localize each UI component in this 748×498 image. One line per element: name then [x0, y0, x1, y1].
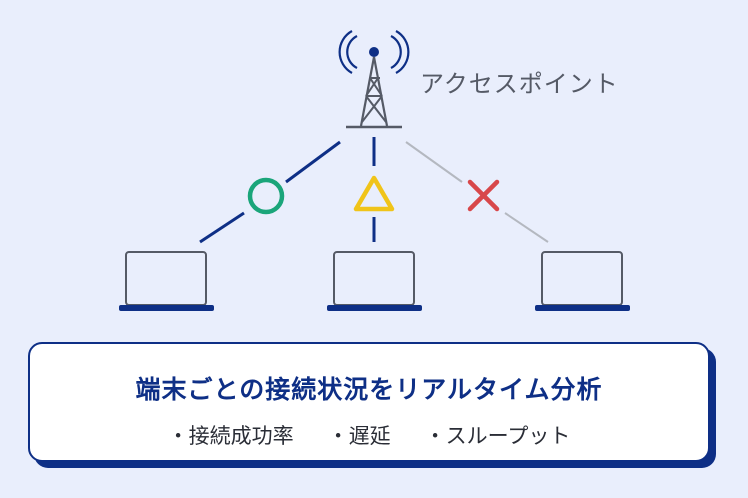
metric-latency: 遅延	[328, 420, 391, 450]
summary-panel: 端末ごとの接続状況をリアルタイム分析 接続成功率 遅延 スループット	[28, 342, 710, 462]
metric-success-rate: 接続成功率	[168, 420, 294, 450]
access-point-antenna-icon	[338, 30, 410, 129]
laptop-icon	[535, 251, 630, 311]
metric-throughput: スループット	[425, 420, 571, 450]
metrics-list: 接続成功率 遅延 スループット	[30, 420, 708, 450]
poor-connection-cross-icon	[467, 179, 500, 212]
access-point-label: アクセスポイント	[420, 70, 619, 98]
good-connection-circle-icon	[247, 177, 285, 215]
connection-line-right	[504, 212, 549, 243]
connection-line-left	[285, 140, 341, 184]
fair-connection-triangle-icon	[353, 175, 395, 212]
laptop-icon	[327, 251, 422, 311]
laptop-icon	[119, 251, 214, 311]
connection-line-right	[405, 141, 463, 183]
connection-line-left	[199, 211, 245, 244]
summary-headline: 端末ごとの接続状況をリアルタイム分析	[135, 375, 603, 404]
